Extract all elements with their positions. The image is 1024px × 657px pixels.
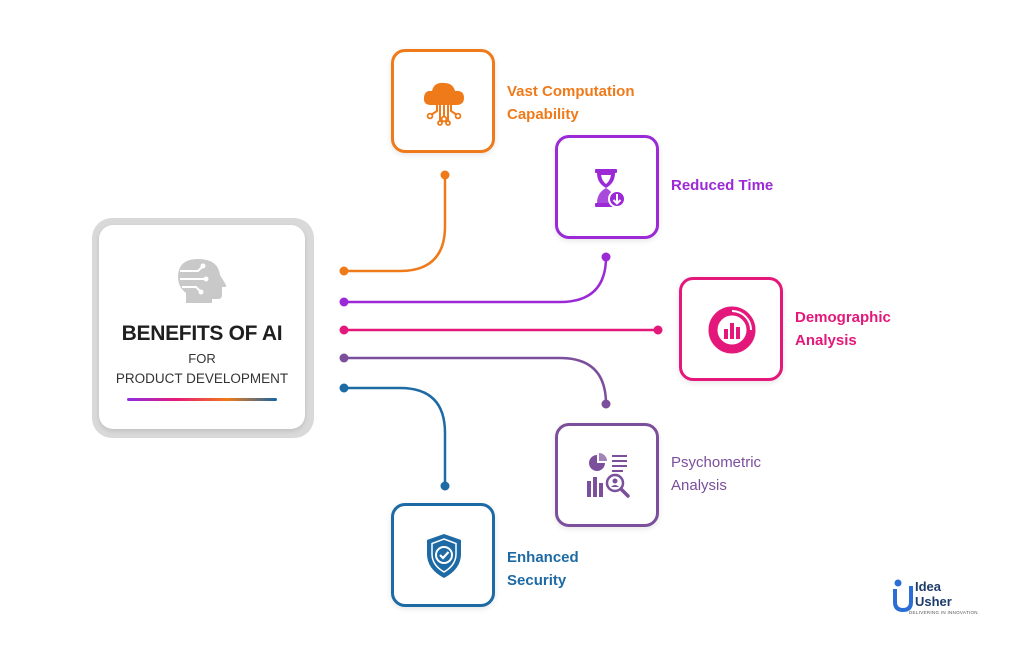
center-for: FOR (188, 351, 216, 366)
idea-usher-logo-icon (893, 579, 913, 612)
dot-security-start (339, 383, 349, 393)
benefit-box-vast-computation (391, 49, 495, 153)
center-card-inner: BENEFITS OF AI FOR PRODUCT DEVELOPMENT (99, 225, 305, 429)
dot-demo-start (339, 325, 349, 335)
benefit-label-line1: Vast Computation (507, 83, 635, 100)
benefit-label-line1: Psychometric (671, 454, 762, 471)
benefit-box-security (391, 503, 495, 607)
benefit-label-vast-computation: Vast Computation Capability (507, 80, 635, 126)
dot-security-end (440, 481, 450, 491)
benefit-box-demographic (679, 277, 783, 381)
benefit-label-psychometric: Psychometric Analysis (671, 451, 761, 497)
center-card: BENEFITS OF AI FOR PRODUCT DEVELOPMENT (92, 218, 314, 438)
benefit-label-security: Enhanced Security (507, 546, 579, 592)
logo-word-usher: Usher (915, 594, 952, 609)
center-subtitle: PRODUCT DEVELOPMENT (115, 371, 289, 386)
benefit-label-line1: Demographic (795, 309, 891, 326)
benefit-box-psychometric (555, 423, 659, 527)
dot-vast-start (339, 266, 349, 276)
dot-psycho-start (339, 353, 349, 363)
benefit-label-line2: Analysis (795, 332, 857, 349)
benefit-box-reduced-time (555, 135, 659, 239)
idea-usher-logo: Idea Usher DELIVERING IN INNOVATION (893, 578, 985, 618)
connector-reduced-time (344, 256, 608, 304)
benefit-label-demographic: Demographic Analysis (795, 306, 891, 352)
connector-psychometric (344, 356, 608, 405)
benefit-label-line1: Enhanced (507, 549, 579, 566)
logo-word-idea: Idea (915, 579, 942, 594)
benefit-label-line1: Reduced Time (671, 177, 774, 194)
ai-head-icon (178, 259, 227, 303)
hourglass-icon (595, 169, 626, 208)
center-title: BENEFITS OF AI (121, 322, 283, 345)
connector-vast-computation (344, 175, 447, 273)
logo-tagline: DELIVERING IN INNOVATION (909, 610, 978, 615)
donut-chart-icon (708, 306, 756, 354)
cloud-computing-icon (423, 82, 464, 126)
gradient-divider (127, 398, 277, 401)
benefit-label-line2: Capability (507, 106, 579, 123)
dot-psycho-end (601, 399, 611, 409)
connector-security (344, 386, 447, 486)
dot-demo-end (653, 325, 663, 335)
dot-time-start (339, 297, 349, 307)
benefit-label-line2: Security (507, 572, 567, 589)
benefit-label-line2: Analysis (671, 477, 727, 494)
dot-vast-end (440, 170, 450, 180)
shield-check-icon (427, 534, 461, 578)
analytics-icon (587, 453, 630, 498)
benefit-label-reduced-time: Reduced Time (671, 174, 773, 197)
dot-time-end (601, 252, 611, 262)
